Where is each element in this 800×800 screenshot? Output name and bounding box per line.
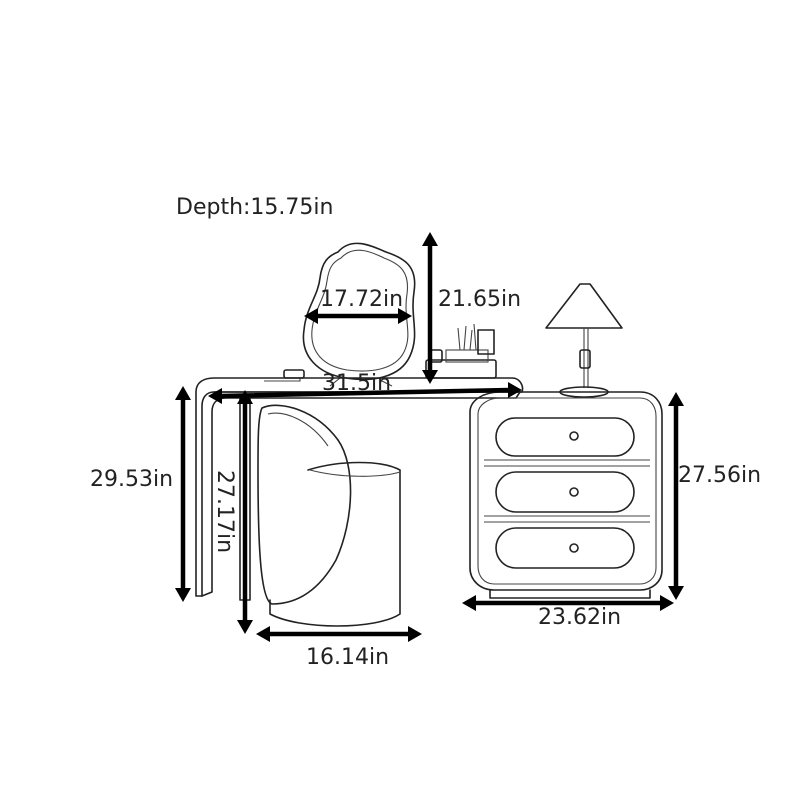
cabinet-height-label: 27.56in xyxy=(678,463,761,488)
chair xyxy=(257,404,401,627)
leg-height-label: 27.17in xyxy=(212,470,237,553)
dimension-labels: Depth:15.75in 17.72in 21.65in 31.5in 29.… xyxy=(90,195,761,670)
depth-label: Depth:15.75in xyxy=(176,195,333,220)
chair-width-label: 16.14in xyxy=(306,645,389,670)
table-lamp xyxy=(545,283,623,398)
desk-accessories xyxy=(283,323,497,379)
desk-width-arrow xyxy=(217,387,513,399)
dimension-arrows xyxy=(175,232,684,642)
mirror xyxy=(302,242,416,387)
drawer-cabinet xyxy=(469,391,663,599)
desk-width-label: 31.5in xyxy=(322,371,391,396)
cabinet-width-label: 23.62in xyxy=(538,605,621,630)
mirror-height-label: 21.65in xyxy=(438,287,521,312)
mirror-width-label: 17.72in xyxy=(320,287,403,312)
desk-height-label: 29.53in xyxy=(90,467,173,492)
